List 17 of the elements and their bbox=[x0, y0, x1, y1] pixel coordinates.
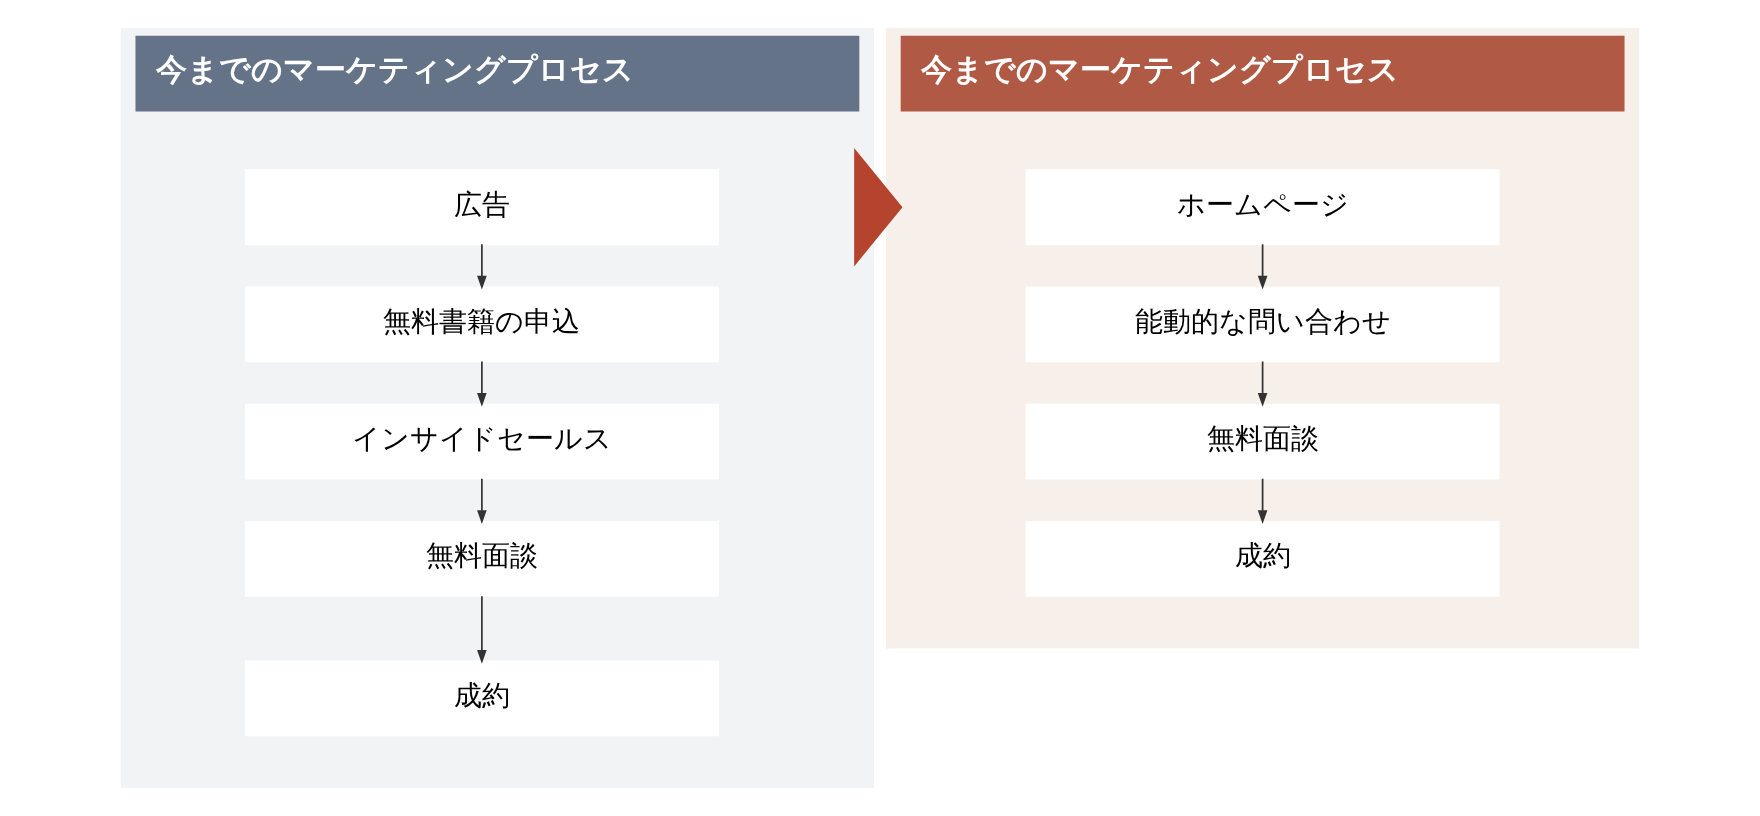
arrow bbox=[1257, 243, 1268, 290]
node-box: 能動的な問い合わせ bbox=[1025, 286, 1500, 363]
arrow bbox=[477, 360, 487, 407]
node-box: 無料書籍の申込 bbox=[244, 286, 719, 363]
node-box: 無料面談 bbox=[1025, 403, 1500, 480]
node-box: インサイドセールス bbox=[244, 403, 719, 480]
node-box: 成約 bbox=[244, 660, 719, 737]
arrow bbox=[854, 148, 903, 267]
arrow bbox=[1257, 477, 1268, 524]
node-box: 成約 bbox=[1025, 520, 1500, 597]
arrow bbox=[477, 477, 487, 524]
node-box: ホームページ bbox=[1025, 169, 1500, 246]
arrow bbox=[477, 243, 487, 290]
arrow bbox=[1257, 360, 1268, 407]
node-box: 無料面談 bbox=[244, 520, 719, 597]
arrow bbox=[477, 595, 487, 664]
node-box: 広告 bbox=[244, 169, 719, 246]
